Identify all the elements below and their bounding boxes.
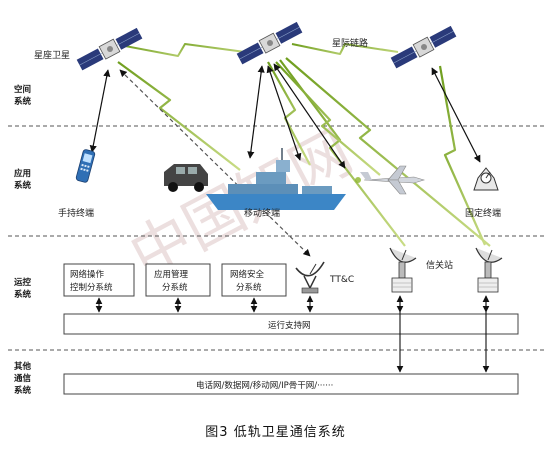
satellite-icon xyxy=(76,27,143,71)
layer-label-space: 空间 系统 xyxy=(14,84,32,107)
label-mobile-terminal: 移动终端 xyxy=(244,207,280,219)
svg-text:应用管理: 应用管理 xyxy=(154,269,189,280)
svg-text:控制分系统: 控制分系统 xyxy=(70,282,113,293)
beam-sat2-sat3 xyxy=(291,43,399,55)
label-ttc: TT&C xyxy=(329,275,354,285)
svg-text:系统: 系统 xyxy=(14,96,32,107)
handheld-terminal-icon xyxy=(75,149,96,183)
ops-box-network-security: 网络安全 分系统 xyxy=(221,263,287,297)
svg-text:通信: 通信 xyxy=(14,373,32,384)
label-gateway: 信关站 xyxy=(426,259,453,271)
layer-label-other: 其他 通信 系统 xyxy=(14,361,32,396)
svg-text:网络操作: 网络操作 xyxy=(70,269,105,280)
vehicle-icon xyxy=(164,164,208,192)
label-intersat-link: 星际链路 xyxy=(332,37,368,49)
ops-box-network-control: 网络操作 控制分系统 xyxy=(63,263,135,297)
layer-label-application: 应用 系统 xyxy=(14,168,32,191)
arrow-sat2-dashed-ttc xyxy=(119,69,311,257)
svg-text:其他: 其他 xyxy=(14,361,32,372)
beam-sat1-sat2 xyxy=(124,43,246,57)
gateway-antenna-icon xyxy=(389,247,417,293)
beam-sat1-mobile xyxy=(117,61,241,171)
label-constellation-satellite: 星座卫星 xyxy=(34,49,70,61)
ops-box-application-management: 应用管理 分系统 xyxy=(145,263,211,297)
svg-text:运控: 运控 xyxy=(14,277,32,288)
arrow-sat2-mobile xyxy=(247,65,265,159)
space-ground-arrows xyxy=(89,63,481,257)
gateway-antenna-icon xyxy=(475,247,503,293)
figure-caption: 图3 低轨卫星通信系统 xyxy=(205,425,346,440)
label-fixed-terminal: 固定终端 xyxy=(465,207,501,219)
svg-text:分系统: 分系统 xyxy=(236,282,262,293)
ttc-antenna-icon xyxy=(295,261,325,294)
svg-text:运行支持网: 运行支持网 xyxy=(268,320,311,331)
other-networks-bar: 电话网/数据网/移动网/IP骨干网/······ xyxy=(63,373,519,395)
svg-text:应用: 应用 xyxy=(14,168,31,179)
ops-support-network-bar: 运行支持网 xyxy=(63,313,519,335)
label-handheld-terminal: 手持终端 xyxy=(58,207,94,219)
aircraft-icon xyxy=(355,165,426,195)
ops-arrows xyxy=(95,295,490,373)
satellite-icon xyxy=(390,25,457,69)
svg-text:系统: 系统 xyxy=(14,180,32,191)
layer-label-ops: 运控 系统 xyxy=(14,277,32,300)
svg-text:系统: 系统 xyxy=(14,385,32,396)
ship-icon xyxy=(206,148,346,210)
arrow-sat1-handheld xyxy=(89,69,111,153)
svg-text:分系统: 分系统 xyxy=(162,282,188,293)
svg-text:网络安全: 网络安全 xyxy=(230,269,265,280)
svg-text:系统: 系统 xyxy=(14,289,32,300)
svg-text:空间: 空间 xyxy=(14,84,31,95)
arrow-sat3-fixed xyxy=(431,67,481,163)
fixed-terminal-icon xyxy=(473,167,499,191)
svg-text:电话网/数据网/移动网/IP骨干网/······: 电话网/数据网/移动网/IP骨干网/······ xyxy=(196,380,333,391)
